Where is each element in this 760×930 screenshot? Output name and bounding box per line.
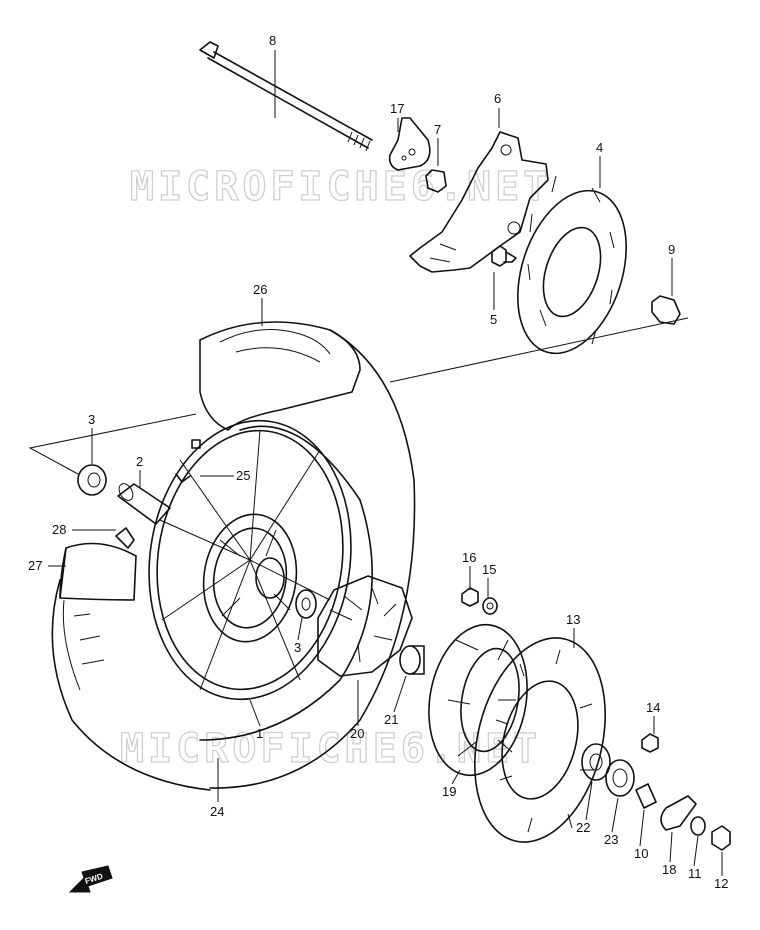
callout-8: 8 xyxy=(269,33,276,48)
callout-1: 1 xyxy=(256,726,263,741)
rear-axle xyxy=(199,41,373,152)
watermark-bottom: MICROFICHE6.NET xyxy=(120,726,541,772)
callout-17: 17 xyxy=(390,101,404,116)
wheel-bearing-left xyxy=(77,464,107,496)
brake-disc xyxy=(517,175,627,355)
callout-18: 18 xyxy=(662,862,676,877)
leader-lines xyxy=(48,50,723,876)
chain-adjuster-right xyxy=(660,795,697,831)
axle-nut xyxy=(711,825,731,851)
chain-adjuster-plate xyxy=(388,117,431,171)
callout-25: 25 xyxy=(236,468,250,483)
inner-tube xyxy=(199,321,361,431)
spoked-wheel xyxy=(148,419,352,701)
axis-line xyxy=(389,317,689,383)
callout-20: 20 xyxy=(350,726,364,741)
rear-sprocket xyxy=(473,637,607,843)
callout-2: 2 xyxy=(136,454,143,469)
callout-21: 21 xyxy=(384,712,398,727)
cush-drive-damper xyxy=(317,575,413,677)
callout-26: 26 xyxy=(253,282,267,297)
wheel-spacer xyxy=(117,483,171,525)
tube-left xyxy=(59,542,137,601)
callout-5: 5 xyxy=(490,312,497,327)
callout-14: 14 xyxy=(646,700,660,715)
callout-6: 6 xyxy=(494,91,501,106)
callout-4: 4 xyxy=(596,140,603,155)
callout-12: 12 xyxy=(714,876,728,891)
callout-28: 28 xyxy=(52,522,66,537)
callout-13: 13 xyxy=(566,612,580,627)
axle-collar xyxy=(425,169,447,193)
carrier-nut xyxy=(461,587,479,607)
callout-23: 23 xyxy=(604,832,618,847)
bearing-reference-lines xyxy=(28,413,197,475)
callout-22: 22 xyxy=(576,820,590,835)
wheel-bearing-right xyxy=(295,589,317,619)
callout-9: 9 xyxy=(668,242,675,257)
carrier-washer xyxy=(482,597,498,615)
callout-24: 24 xyxy=(210,804,224,819)
wheel-hub xyxy=(202,513,298,643)
disc-nut xyxy=(651,295,681,325)
callout-10: 10 xyxy=(634,846,648,861)
sprocket-carrier xyxy=(428,623,528,777)
callout-7: 7 xyxy=(434,122,441,137)
callout-labels: 8 17 7 6 4 9 5 26 3 2 25 28 27 3 1 24 20… xyxy=(28,33,728,891)
callout-19: 19 xyxy=(442,784,456,799)
valve-nipple xyxy=(175,439,201,483)
forward-direction-arrow-icon: FWD xyxy=(68,865,113,893)
callout-27: 27 xyxy=(28,558,42,573)
axle-washer xyxy=(690,816,706,836)
callout-3-right: 3 xyxy=(294,640,301,655)
sprocket-spacer xyxy=(635,783,657,809)
caliper-bracket xyxy=(409,131,549,273)
sprocket-bolt xyxy=(641,733,659,753)
callout-3-left: 3 xyxy=(88,412,95,427)
callout-15: 15 xyxy=(482,562,496,577)
callout-11: 11 xyxy=(688,866,702,881)
oil-seal xyxy=(605,759,635,797)
watermark-top: MICROFICHE6.NET xyxy=(130,164,551,210)
callout-16: 16 xyxy=(462,550,476,565)
drive-bushing xyxy=(399,645,425,675)
rear-tyre xyxy=(51,329,416,791)
carrier-bearing xyxy=(581,743,611,781)
rim-band xyxy=(115,527,135,549)
bracket-bolt xyxy=(491,245,517,267)
